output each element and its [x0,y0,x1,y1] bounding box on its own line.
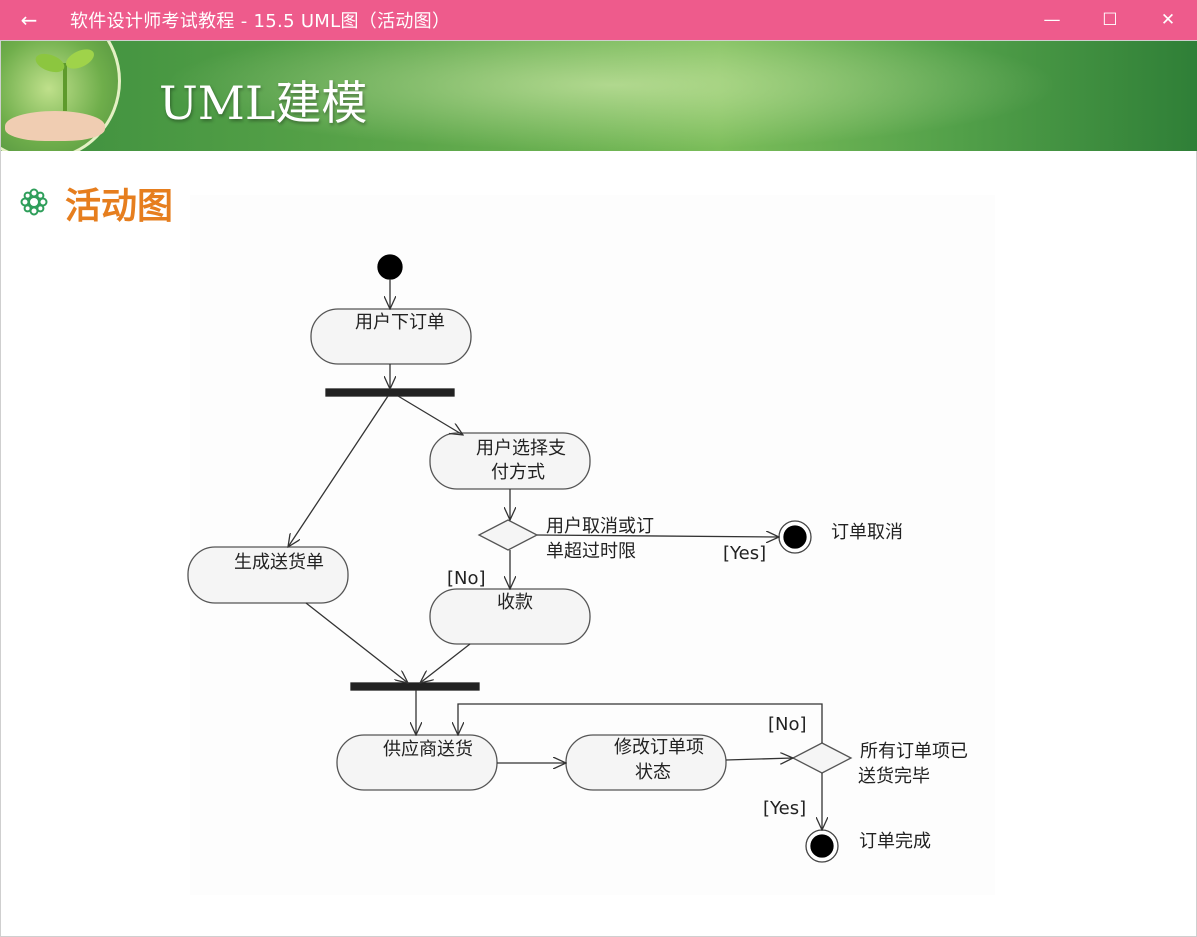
guard-no-cancel: [No] [447,568,486,589]
label-done-cond-1: 所有订单项已 [860,741,968,762]
guard-yes-done: [Yes] [763,798,806,819]
final-node-completed [805,829,839,863]
maximize-button[interactable]: ☐ [1081,0,1139,40]
banner-title: UML建模 [159,76,368,130]
label-cancel-cond-1: 用户取消或订 [546,516,654,537]
flow-delivery-join [305,602,408,683]
decision-cancel [477,519,539,551]
label-update-status-1: 修改订单项 [614,737,704,758]
slide-banner: UML建模 [1,41,1197,151]
close-icon: ✕ [1160,10,1176,30]
label-place-order: 用户下订单 [355,312,445,333]
label-final-cancelled: 订单取消 [831,522,903,543]
guard-yes-cancel: [Yes] [723,543,766,564]
label-final-completed: 订单完成 [859,831,931,852]
flow-decision-cancelled [536,535,779,537]
back-arrow-icon: ← [20,8,38,32]
initial-node [377,254,403,280]
label-done-cond-2: 送货完毕 [858,766,930,787]
flow-update-decision [725,758,793,760]
flower-bullet-icon [20,188,48,216]
label-collect-payment: 收款 [497,592,533,613]
label-supplier-ship: 供应商送货 [383,739,473,760]
section-title: 活动图 [65,186,174,227]
label-choose-payment-2: 付方式 [491,462,545,483]
label-delivery-note: 生成送货单 [234,552,324,573]
flow-collect-join [420,643,471,683]
join-bar [350,682,480,691]
minimize-button[interactable]: — [1023,0,1081,40]
flow-loop-back [458,703,823,743]
label-choose-payment-1: 用户选择支 [476,438,566,459]
minimize-icon: — [1043,10,1061,30]
window-titlebar: ← 软件设计师考试教程 - 15.5 UML图（活动图） — ☐ ✕ [0,0,1197,40]
activity-delivery-note [187,546,349,604]
final-node-cancelled [778,520,812,554]
close-button[interactable]: ✕ [1139,0,1197,40]
guard-no-done: [No] [768,714,807,735]
flow-fork-delivery [288,395,389,547]
fork-bar [325,388,455,397]
decision-done [791,742,853,774]
back-button[interactable]: ← [0,0,58,40]
label-cancel-cond-2: 单超过时限 [546,541,636,562]
flow-fork-payment [397,395,463,435]
window-title: 软件设计师考试教程 - 15.5 UML图（活动图） [70,11,451,32]
maximize-icon: ☐ [1102,10,1118,30]
label-update-status-2: 状态 [635,762,671,783]
